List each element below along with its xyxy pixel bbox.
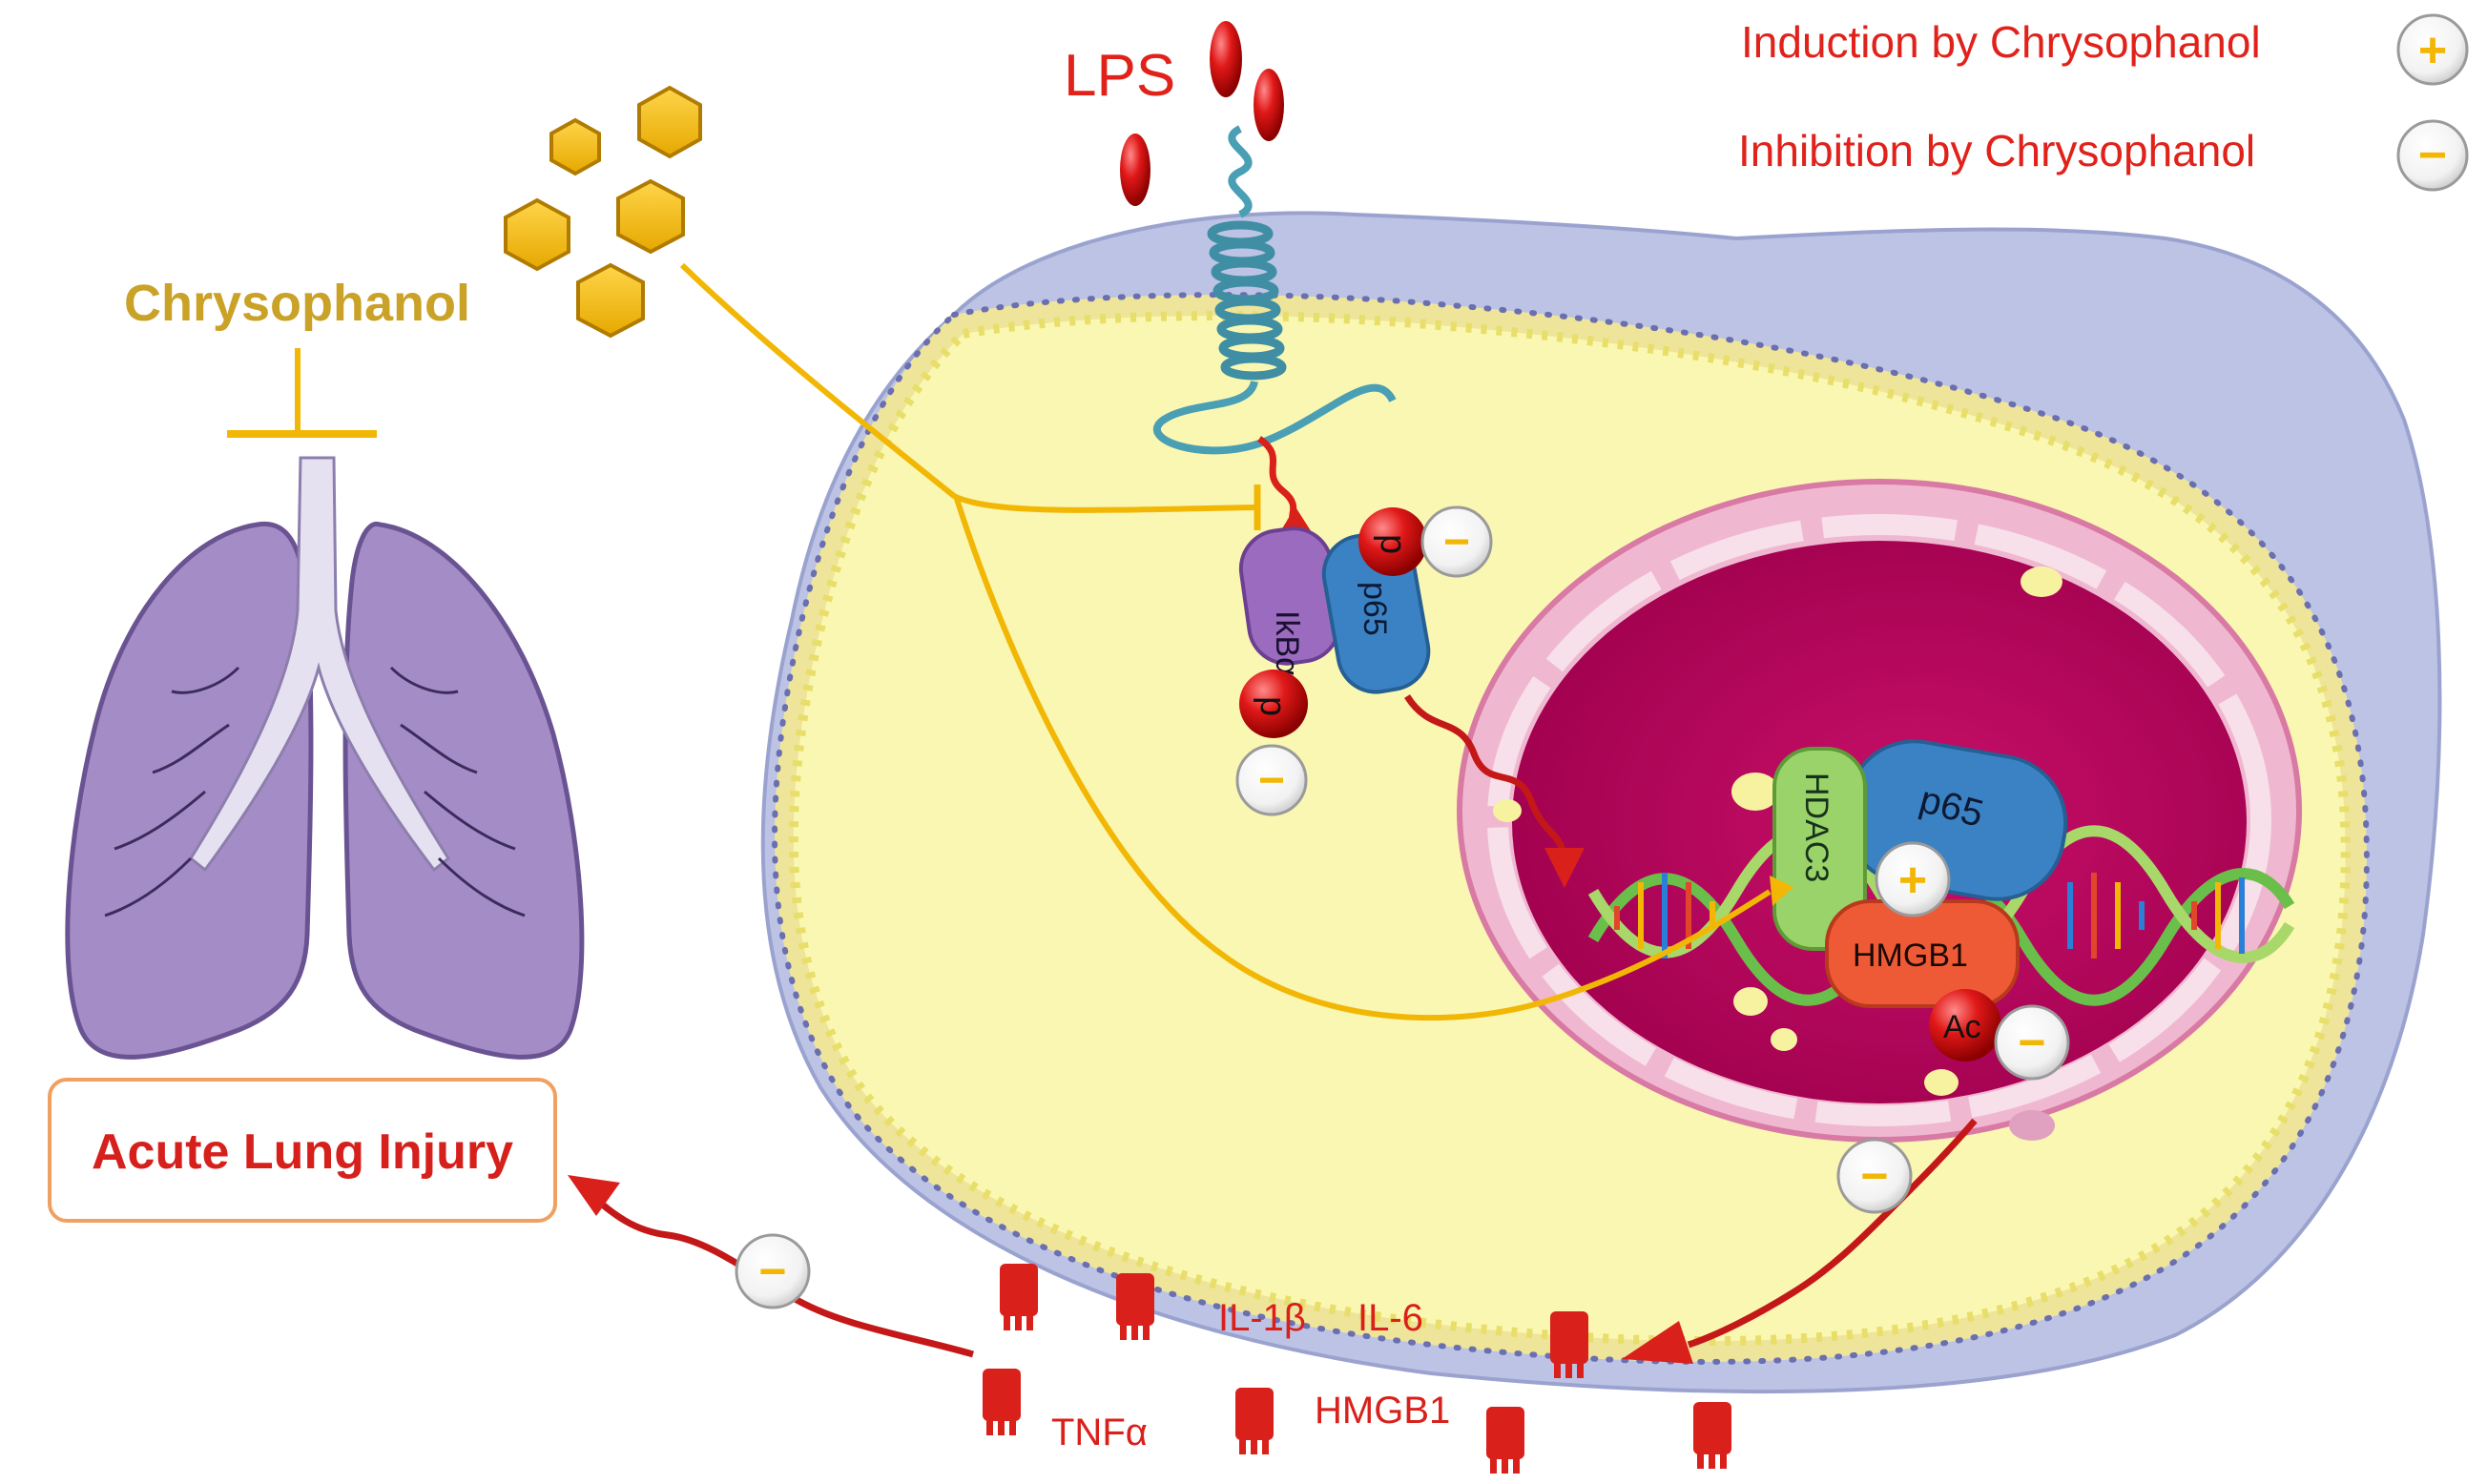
phospho-lower <box>1239 670 1308 738</box>
chrysophanol-arrow-head <box>1770 876 1793 906</box>
hdac3-p65-hmgb1-complex: p65 HDAC3 HMGB1 Ac <box>1772 739 2068 1061</box>
legend-minus-marker: − <box>2396 119 2469 192</box>
legend: Induction by Chrysophanol + Inhibition b… <box>1738 13 2469 192</box>
vesicle <box>1731 773 1779 811</box>
svg-text:−: − <box>1443 517 1470 567</box>
signal-arrow-receptor <box>1256 436 1319 545</box>
hexagon <box>549 117 601 176</box>
hdac3-protein <box>1772 747 1867 951</box>
cytokine-glyph <box>1550 1311 1588 1378</box>
svg-text:−: − <box>1860 1149 1888 1203</box>
secretion-arrow <box>1687 1118 1978 1349</box>
vesicle <box>1771 1028 1797 1051</box>
vesicle <box>1733 987 1768 1016</box>
acetyl-group <box>1929 989 2001 1061</box>
ikba-p65-complex: IkBα p65 p p <box>1238 507 1431 738</box>
inhibition-marker-secretion: − <box>1836 1138 1913 1214</box>
hmgb1-nuclear-label: HMGB1 <box>1853 938 1968 974</box>
svg-text:−: − <box>758 1245 786 1298</box>
legend-induction-label: Induction by Chrysophanol <box>1741 17 2261 67</box>
inhibition-marker-p-lower: − <box>1235 744 1308 816</box>
left-lung <box>65 521 314 1060</box>
cytokine-glyph <box>1000 1264 1038 1330</box>
vesicle <box>1924 1069 1959 1096</box>
cytokine-hmgb1-label: HMGB1 <box>1315 1390 1450 1432</box>
svg-text:−: − <box>2018 1016 2045 1069</box>
inhibition-marker-p-upper: − <box>1420 505 1493 578</box>
nuclear-envelope-inner <box>1487 514 2271 1126</box>
legend-inhibition-label: Inhibition by Chrysophanol <box>1738 126 2255 175</box>
secretion-arrow-head <box>1622 1321 1693 1364</box>
lung-illustration <box>65 456 585 1060</box>
chrysophanol-molecules <box>504 85 702 339</box>
svg-text:+: + <box>1898 853 1927 908</box>
hexagon <box>576 262 645 339</box>
cytokine-glyph <box>1235 1388 1274 1454</box>
acute-lung-injury-box <box>48 1078 557 1223</box>
phospho-upper <box>1358 507 1427 576</box>
inhibition-marker-acetyl: − <box>1994 1004 2070 1081</box>
chrysophanol-label: Chrysophanol <box>124 275 470 332</box>
cytokine-il1b-label: IL-1β <box>1218 1297 1306 1339</box>
acetyl-label: Ac <box>1943 1009 1981 1045</box>
cytokine-group <box>983 1264 1731 1474</box>
vesicle <box>1493 799 1522 822</box>
cytokine-glyph <box>1486 1407 1524 1474</box>
injury-arrow-head <box>568 1175 620 1216</box>
chrysophanol-path-hdac3 <box>953 495 1772 1021</box>
legend-plus-marker: + <box>2396 13 2469 86</box>
trachea <box>189 456 450 873</box>
cytokine-tnfa-label: TNFα <box>1051 1412 1148 1453</box>
phospho-upper-label: p <box>1373 534 1413 554</box>
svg-text:−: − <box>1258 755 1285 806</box>
cytokine-il6-label: IL-6 <box>1357 1297 1423 1339</box>
signal-arrow-translocation <box>1404 694 1585 888</box>
svg-text:+: + <box>2418 23 2447 78</box>
hdac3-label: HDAC3 <box>1798 773 1834 882</box>
phospho-lower-label: p <box>1253 696 1293 716</box>
cytokine-glyph <box>1693 1402 1731 1469</box>
ikba-label: IkBα <box>1269 610 1305 676</box>
chrysophanol-path-ikba <box>679 262 1255 513</box>
lps-label: LPS <box>1064 43 1175 109</box>
acute-lung-injury-label: Acute Lung Injury <box>92 1124 513 1180</box>
hexagon <box>637 85 702 159</box>
induction-marker-hdac3: + <box>1875 841 1951 917</box>
vesicle <box>2009 1110 2055 1141</box>
vesicle <box>2021 567 2062 597</box>
hexagon <box>504 197 570 272</box>
hexagon <box>616 178 685 255</box>
cytokine-glyph <box>983 1369 1021 1435</box>
svg-text:−: − <box>2418 128 2447 183</box>
tlr4-receptor <box>1152 125 1397 455</box>
lps-particle <box>1210 21 1242 97</box>
inhibition-marker-injury: − <box>735 1233 811 1309</box>
lps-molecules <box>1120 21 1284 206</box>
lps-particle <box>1254 69 1284 141</box>
p65-label: p65 <box>1357 582 1393 636</box>
cytokine-glyph <box>1116 1273 1154 1340</box>
lps-particle <box>1120 134 1150 206</box>
